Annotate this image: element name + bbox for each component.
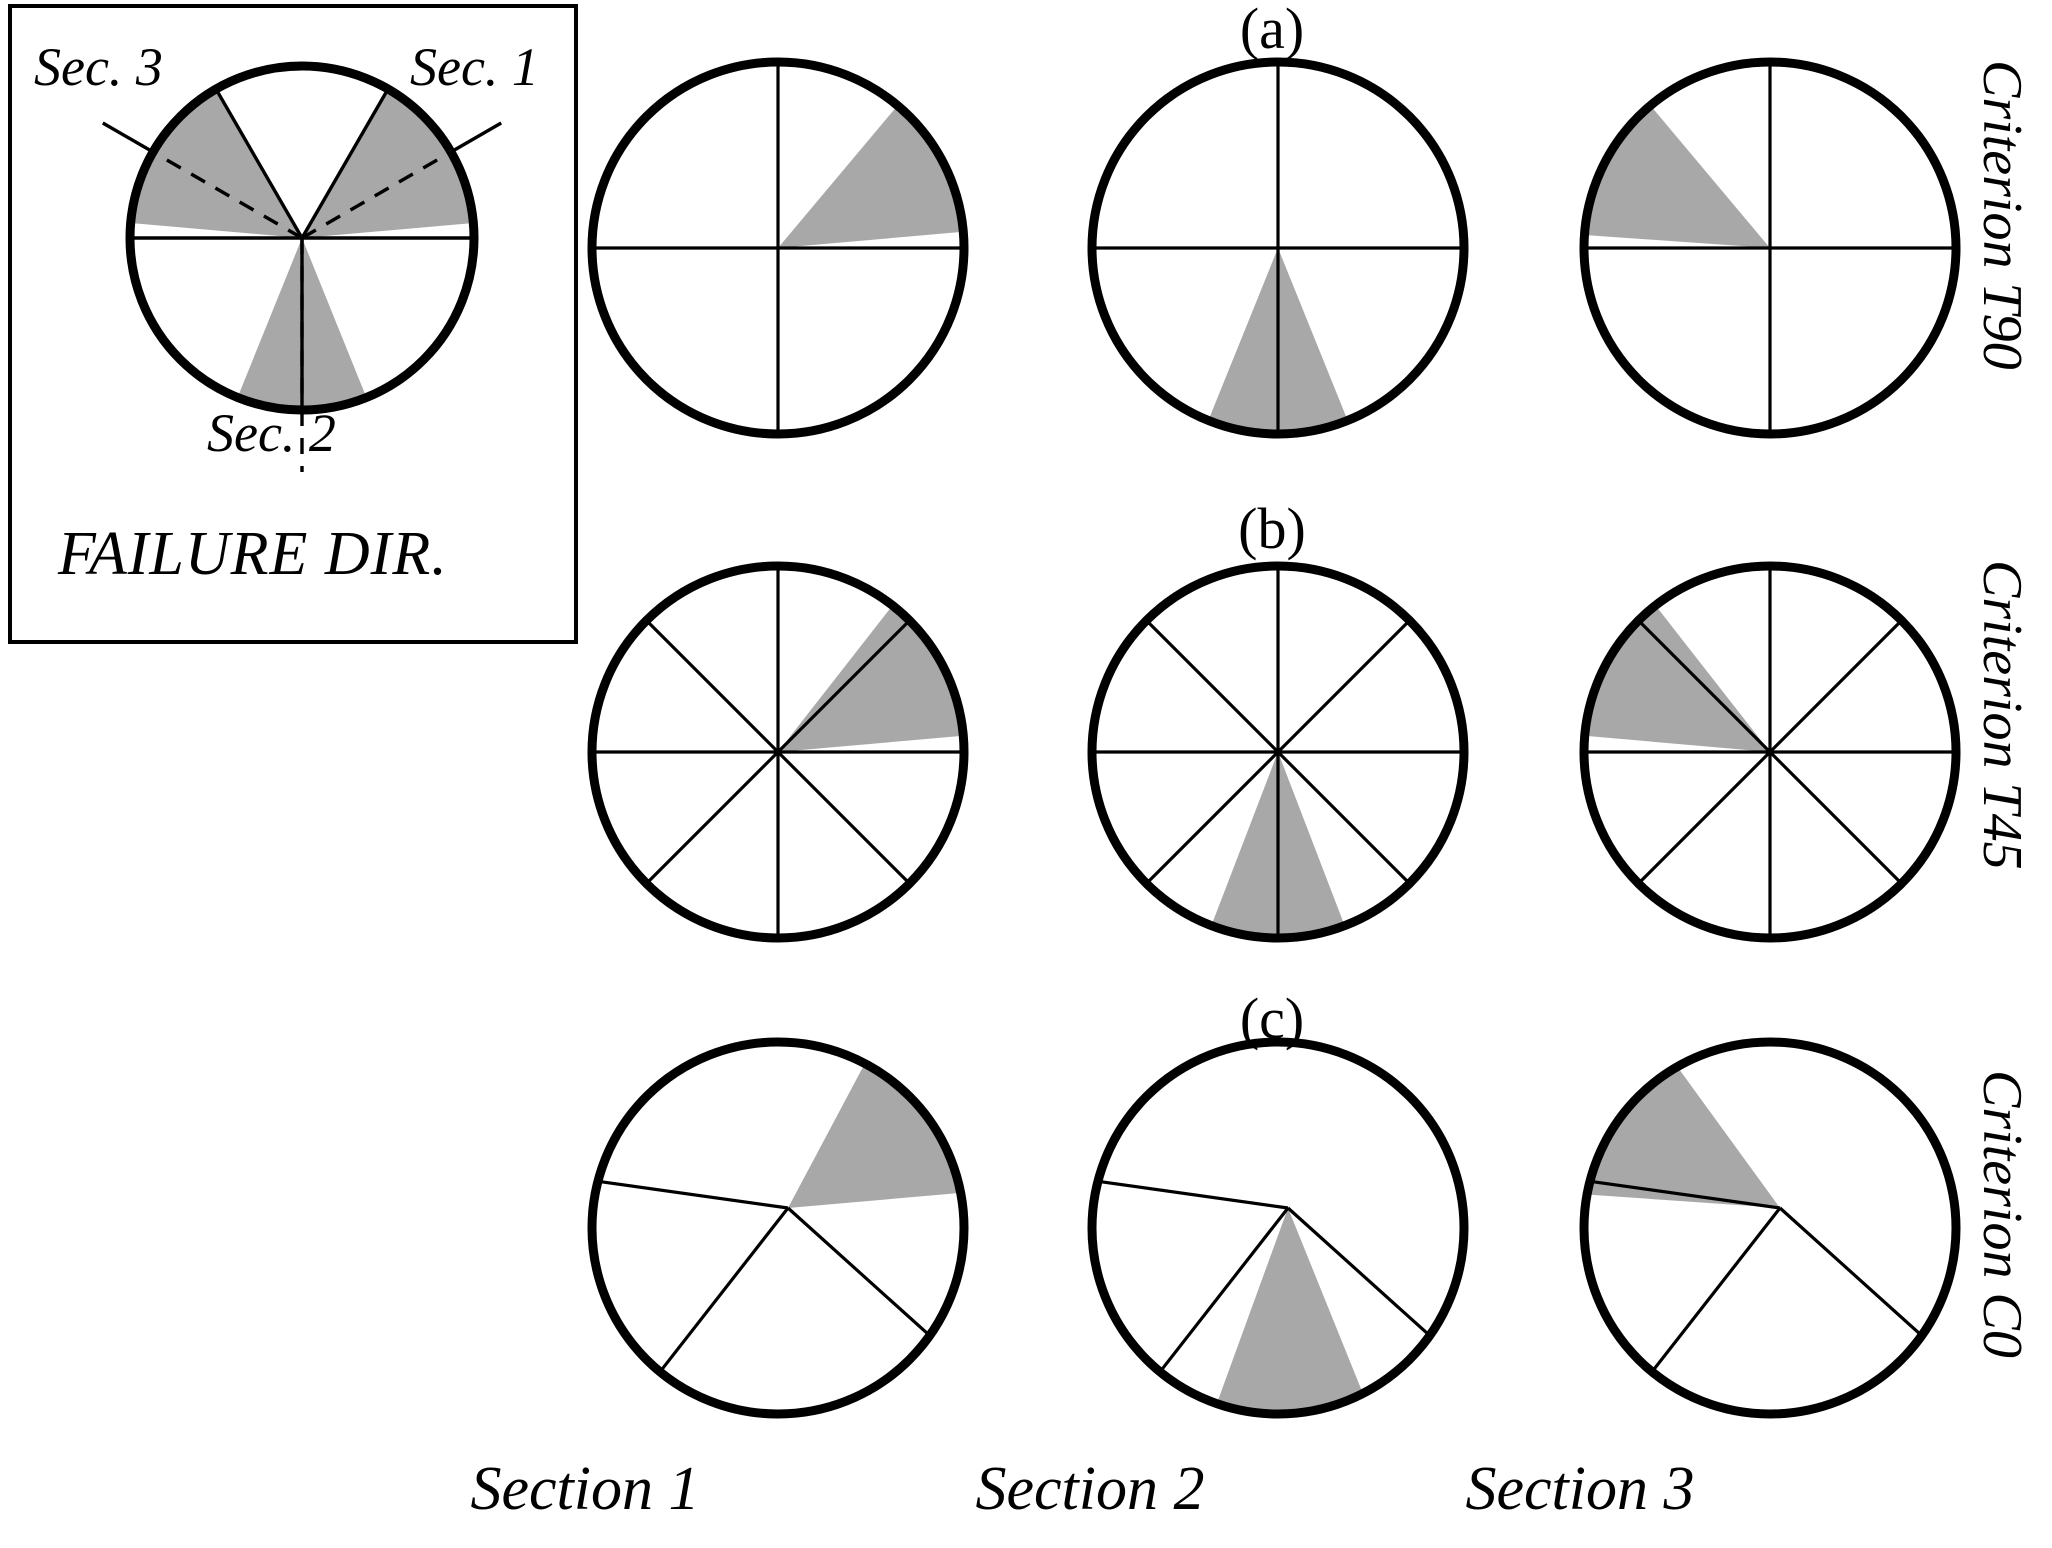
circle-outline (587, 57, 969, 439)
sector-circle (1087, 57, 1469, 439)
circle-outline (587, 561, 969, 943)
shaded-sector (788, 1063, 961, 1208)
circle-t45-section3 (1570, 552, 1970, 957)
sector-circle (587, 1037, 969, 1419)
legend-divider-line (300, 88, 390, 239)
row-label-criterion-c0: Criterion C0 (1971, 1070, 2033, 1358)
legend-shaded-sector (130, 89, 302, 238)
legend-leader-line (101, 121, 154, 154)
divider-line (1637, 750, 1772, 885)
divider-line (1778, 1206, 1923, 1337)
column-label-section1: Section 1 (470, 1455, 700, 1523)
row-label-criterion-t45: Criterion T45 (1971, 560, 2033, 870)
divider-line (1097, 1179, 1289, 1210)
panel-letter-b: (b) (1238, 496, 1306, 561)
sector-circle (1579, 561, 1961, 943)
shaded-sector (1584, 105, 1770, 248)
divider-line (1768, 619, 1903, 754)
legend-circle-outline (125, 61, 479, 415)
sector-circle (1087, 1037, 1469, 1419)
legend-leader-line (450, 121, 503, 154)
circle-t45-section2 (1078, 552, 1478, 957)
circle-outline (1087, 57, 1469, 439)
divider-line (786, 1206, 931, 1337)
circle-outline (1579, 57, 1961, 439)
divider-line (776, 619, 911, 754)
sector-circle (587, 561, 969, 943)
shaded-sector (778, 105, 964, 248)
legend-circle-diagram (101, 61, 503, 472)
sector-circle (587, 57, 969, 439)
legend-divider-line (214, 88, 304, 239)
divider-line (1286, 1206, 1431, 1337)
legend-shaded-sector (302, 89, 474, 238)
divider-line (658, 1207, 790, 1373)
column-label-section2: Section 2 (975, 1455, 1205, 1523)
circle-t90-section2 (1078, 48, 1478, 453)
circle-c0-section1 (578, 1028, 978, 1433)
circle-outline (1087, 561, 1469, 943)
legend-label-sec2: Sec. 2 (207, 403, 336, 463)
circle-t45-section1 (578, 552, 978, 957)
divider-line (597, 1179, 789, 1210)
divider-line (1145, 750, 1280, 885)
legend-caption-failure-dir: FAILURE DIR. (58, 520, 448, 588)
legend-failure-direction-dashed-line (152, 150, 303, 240)
divider-line (1768, 750, 1903, 885)
shaded-sector (1584, 605, 1770, 752)
legend-label-sec3: Sec. 3 (34, 37, 163, 97)
row-label-criterion-t90: Criterion T90 (1971, 60, 2033, 370)
circle-outline (1579, 561, 1961, 943)
sector-circle (1579, 57, 1961, 439)
panel-letter-a: (a) (1239, 0, 1305, 61)
shaded-sector (1587, 1066, 1780, 1208)
circle-t90-section3 (1570, 48, 1970, 453)
legend-failure-direction-dashed-line (301, 150, 452, 240)
divider-line (1650, 1207, 1782, 1373)
circle-c0-section2 (1078, 1028, 1478, 1433)
divider-line (1589, 1179, 1781, 1210)
circle-outline (1087, 1037, 1469, 1419)
divider-line (776, 750, 911, 885)
divider-line (1276, 619, 1411, 754)
divider-line (1276, 750, 1411, 885)
divider-line (645, 750, 780, 885)
circle-t90-section1 (578, 48, 978, 453)
circle-outline (587, 1037, 969, 1419)
circle-c0-section3 (1570, 1028, 1970, 1433)
circle-outline (1579, 1037, 1961, 1419)
shaded-sector (1216, 1208, 1363, 1414)
column-label-section3: Section 3 (1465, 1455, 1695, 1523)
sector-circle (1579, 1037, 1961, 1419)
divider-line (1158, 1207, 1290, 1373)
legend-label-sec1: Sec. 1 (410, 37, 539, 97)
legend-panel: Sec. 3 Sec. 1 Sec. 2 FAILURE DIR. (8, 4, 578, 644)
divider-line (645, 619, 780, 754)
shaded-sector (778, 605, 964, 752)
divider-line (1145, 619, 1280, 754)
sector-circle (1087, 561, 1469, 943)
divider-line (1637, 619, 1772, 754)
